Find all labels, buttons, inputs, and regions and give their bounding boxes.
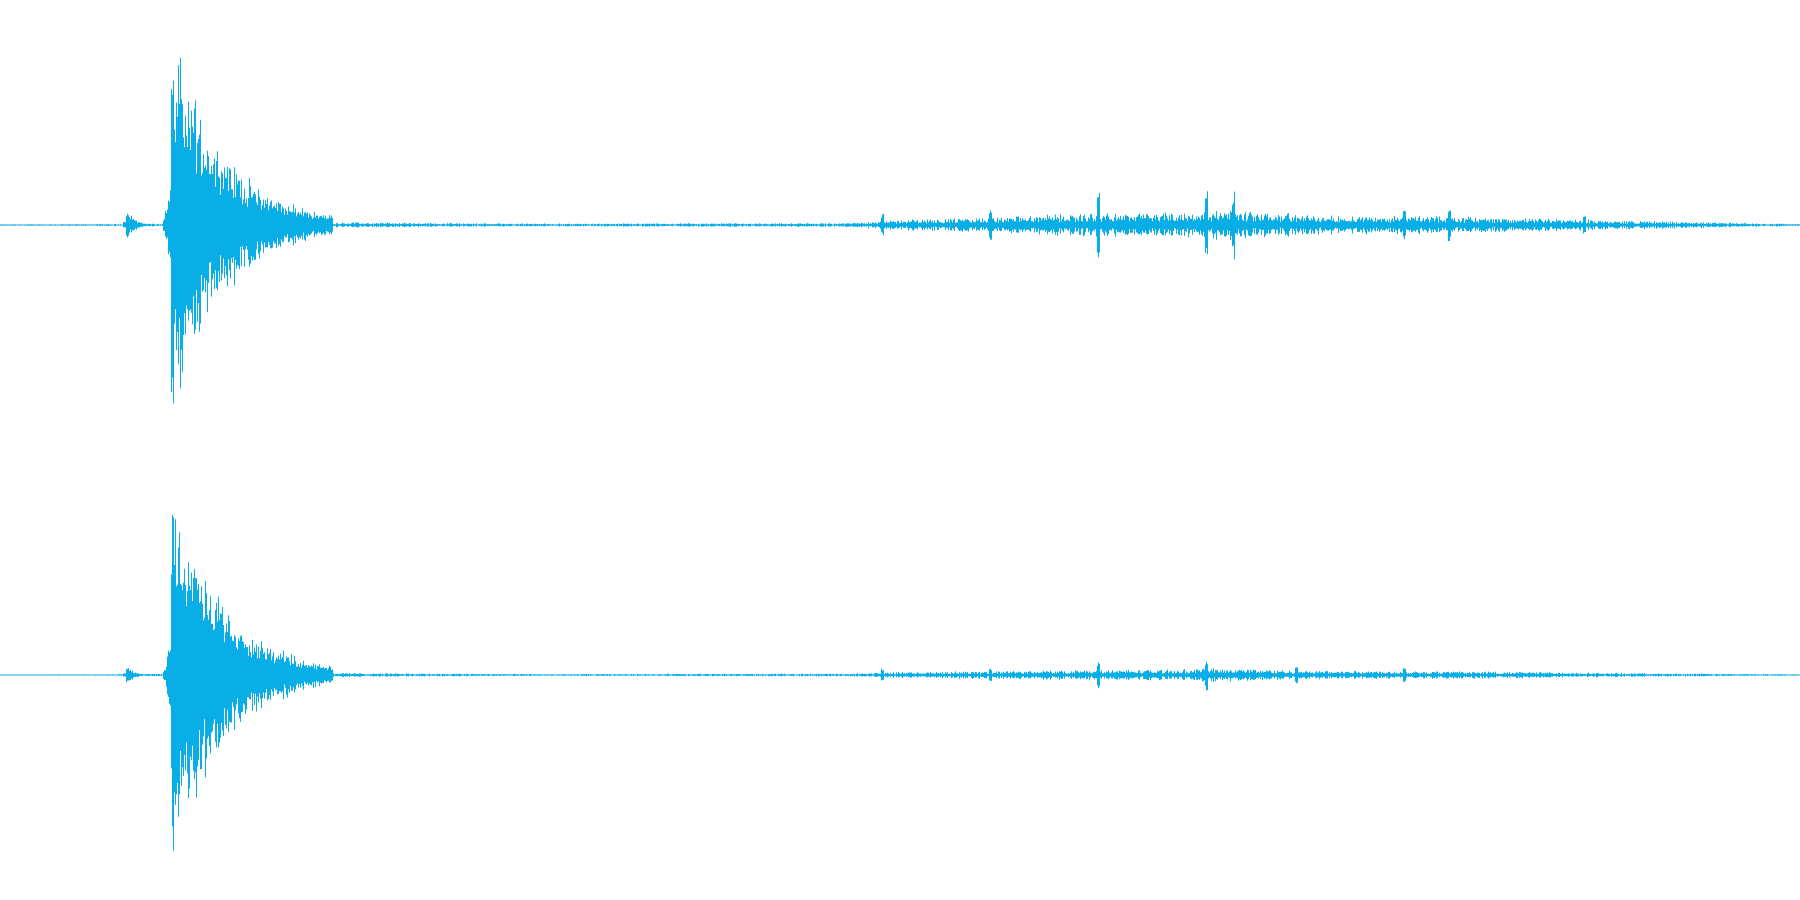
channel-left [0, 57, 1800, 404]
channel-right [0, 450, 1800, 900]
waveform-left-svg [0, 57, 1800, 404]
waveform-left [0, 57, 1800, 404]
waveform-right-svg [0, 515, 1800, 851]
waveform-right [0, 515, 1800, 851]
